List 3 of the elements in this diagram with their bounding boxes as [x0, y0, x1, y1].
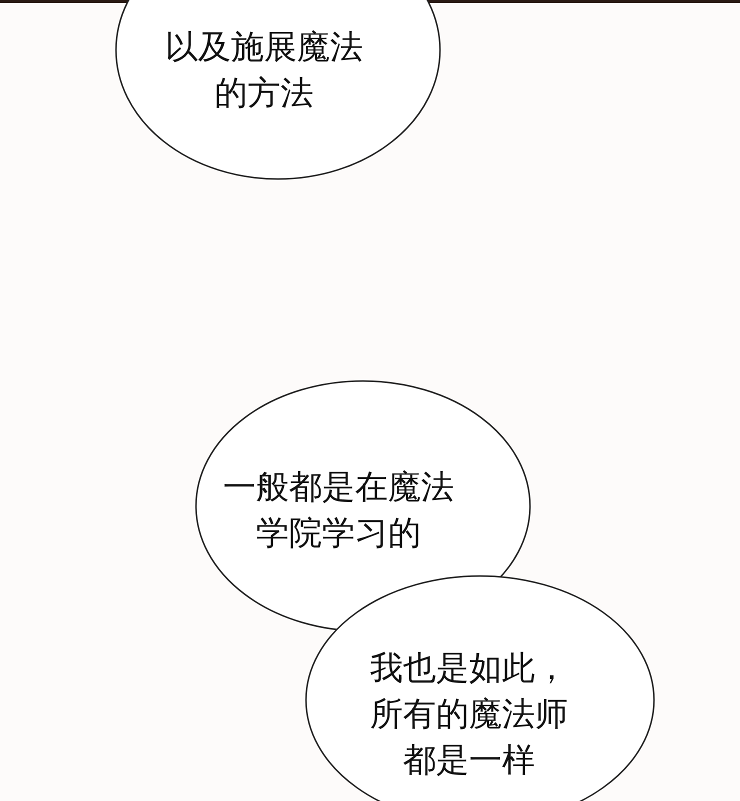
- speech-text: 我也是如此，所有的魔法师都是一样: [368, 647, 569, 782]
- speech-text: 一般都是在魔法学院学习的: [222, 466, 455, 554]
- speech-text: 以及施展魔法的方法: [164, 26, 364, 114]
